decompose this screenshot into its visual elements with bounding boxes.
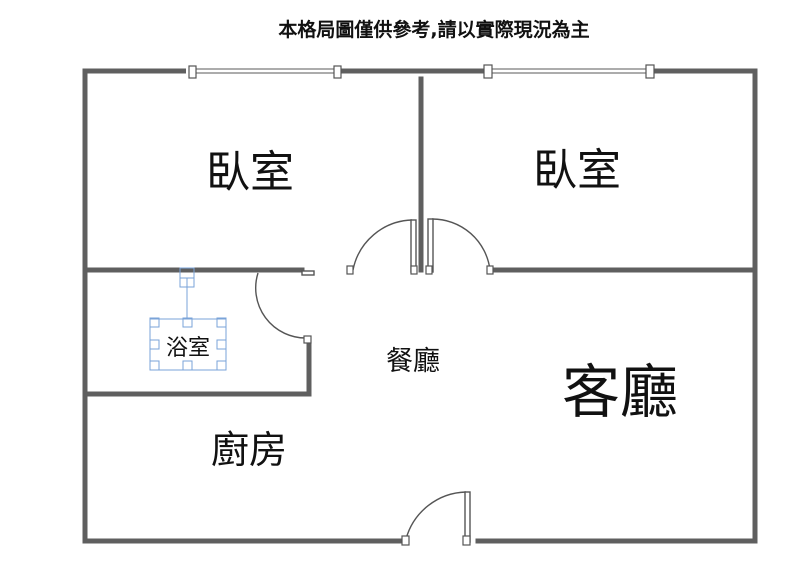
room-label-kitchen: 廚房 xyxy=(211,428,287,472)
door-bathroom xyxy=(255,270,315,344)
door-left-bedroom xyxy=(346,219,418,275)
room-label-bedroom-right: 臥室 xyxy=(533,145,621,196)
window-right xyxy=(483,64,655,79)
window-left xyxy=(186,65,342,79)
room-label-dining: 餐廳 xyxy=(386,346,440,377)
room-label-living: 客廳 xyxy=(562,358,678,426)
plan-disclaimer-title: 本格局圖僅供參考,請以實際現況為主 xyxy=(278,18,589,41)
door-entrance xyxy=(401,491,471,546)
bathroom-label-selection-box xyxy=(149,267,227,371)
room-label-bathroom: 浴室 xyxy=(166,336,210,361)
door-right-bedroom xyxy=(425,218,494,275)
room-label-bedroom-left: 臥室 xyxy=(206,147,294,198)
